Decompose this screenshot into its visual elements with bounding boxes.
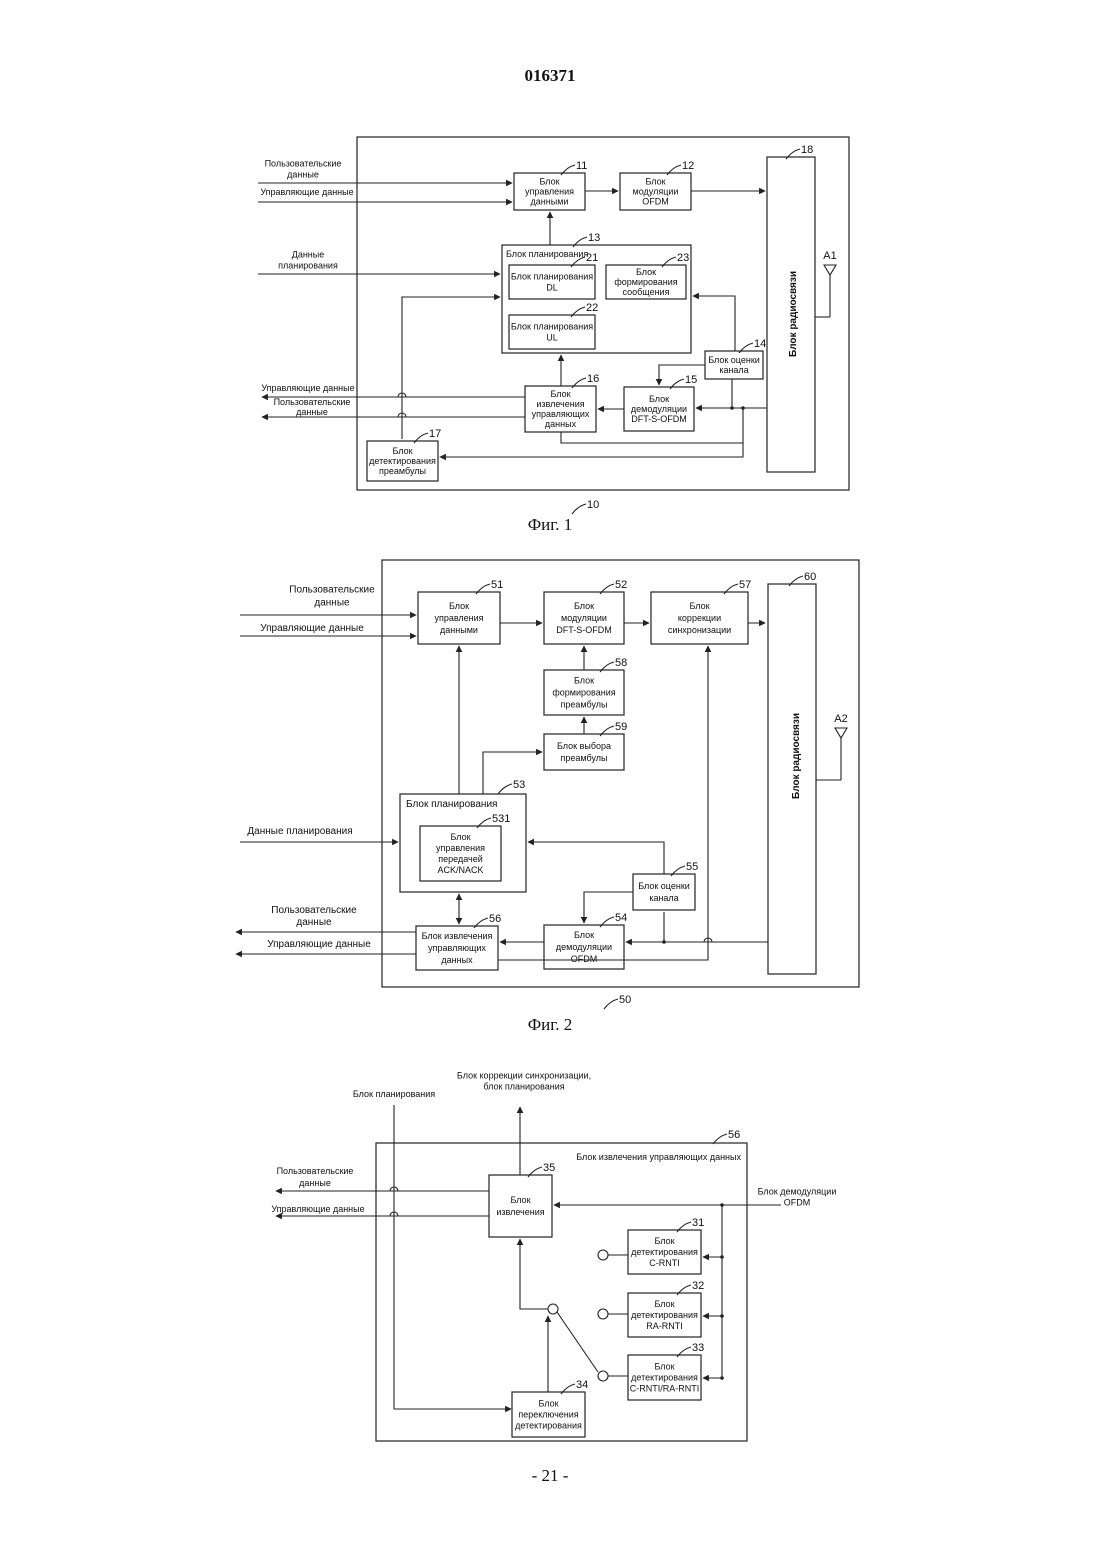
fig3-output-control-data: Управляющие данные bbox=[271, 1204, 364, 1214]
fig3-block-34-label: Блок bbox=[538, 1399, 558, 1409]
fig3-block-35-ref: 35 bbox=[543, 1162, 555, 1174]
fig3-block-33-label: Блок bbox=[654, 1362, 674, 1372]
fig3-block-34-label: переключения bbox=[518, 1410, 578, 1420]
fig3-title: Блок извлечения управляющих данных bbox=[576, 1152, 741, 1162]
fig3-block-34-label: детектирования bbox=[515, 1421, 582, 1431]
fig3-block-33-label: C-RNTI/RA-RNTI bbox=[630, 1384, 700, 1394]
fig3-label-sync: блок планирования bbox=[483, 1082, 564, 1092]
fig3-block-32-label: Блок bbox=[654, 1299, 674, 1309]
fig3-block-32-label: RA-RNTI bbox=[646, 1321, 683, 1331]
fig3-block-33-ref: 33 bbox=[692, 1342, 704, 1354]
fig3-block-32-ref: 32 bbox=[692, 1280, 704, 1292]
fig3-block-32-label: детектирования bbox=[631, 1310, 698, 1320]
fig3-block-34-ref: 34 bbox=[576, 1379, 588, 1391]
junction-dot bbox=[720, 1203, 724, 1207]
fig3-block-35-label: извлечения bbox=[496, 1207, 544, 1217]
switch-contact bbox=[598, 1309, 608, 1319]
fig3-input-demod: Блок демодуляции bbox=[758, 1187, 837, 1197]
page-number: - 21 - bbox=[0, 1466, 1100, 1486]
fig3-main-ref: 56 bbox=[728, 1129, 740, 1141]
fig3-output-user-data: Пользовательские bbox=[277, 1166, 354, 1176]
fig3-block-31-ref: 31 bbox=[692, 1217, 704, 1229]
fig3-block-31-label: детектирования bbox=[631, 1247, 698, 1257]
fig3-block-31-label: Блок bbox=[654, 1236, 674, 1246]
connector-line bbox=[394, 1105, 511, 1409]
connector-line bbox=[520, 1239, 548, 1309]
fig3-input-demod: OFDM bbox=[784, 1198, 811, 1208]
switch-pivot bbox=[548, 1304, 558, 1314]
switch-contact bbox=[598, 1250, 608, 1260]
connector-line bbox=[557, 1312, 598, 1372]
fig3-block-31-label: C-RNTI bbox=[649, 1258, 680, 1268]
fig3-output-user-data: данные bbox=[299, 1178, 331, 1188]
figure-3-diagram: 56Блок извлечения управляющих данныхБлок… bbox=[0, 0, 1100, 1450]
fig3-block-33-label: детектирования bbox=[631, 1373, 698, 1383]
fig3-frame bbox=[376, 1143, 747, 1441]
fig3-label-scheduler: Блок планирования bbox=[353, 1089, 435, 1099]
switch-contact bbox=[598, 1371, 608, 1381]
fig3-label-sync: Блок коррекции синхронизации, bbox=[457, 1071, 591, 1081]
fig3-block-35-box bbox=[489, 1175, 552, 1237]
fig3-block-35-label: Блок bbox=[510, 1195, 530, 1205]
